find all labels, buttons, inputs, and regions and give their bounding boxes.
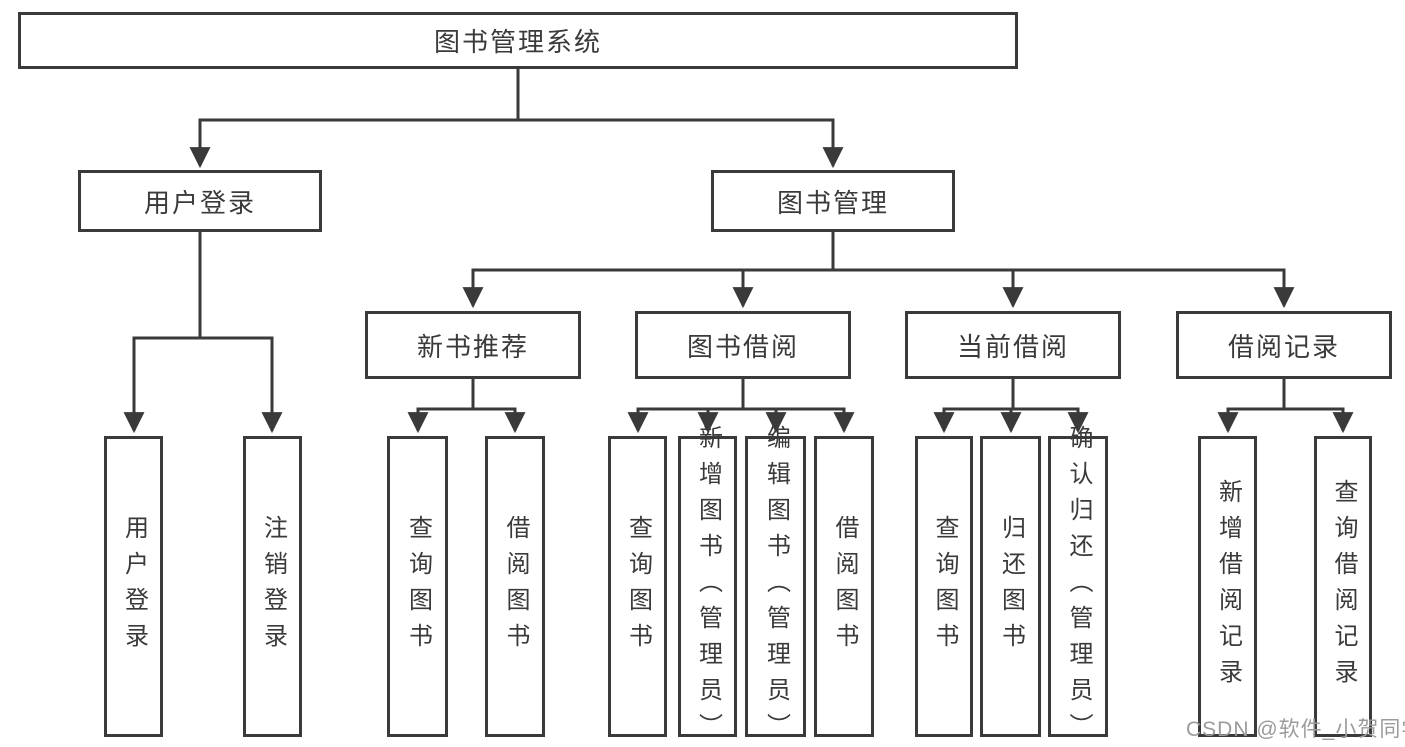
node-label: 新增图书（管理员）: [694, 424, 722, 747]
leaf-return-books: 归还图书: [980, 436, 1041, 737]
leaf-add-borrow-record: 新增借阅记录: [1198, 436, 1257, 737]
node-label: 查询图书: [404, 514, 432, 659]
node-current-borrow: 当前借阅: [905, 311, 1121, 379]
node-label: 当前借阅: [956, 331, 1069, 362]
leaf-query-books-new: 查询图书: [387, 436, 448, 737]
node-label: 编辑图书（管理员）: [762, 424, 790, 747]
leaf-user-login: 用户登录: [104, 436, 163, 737]
node-book-borrow: 图书借阅: [635, 311, 851, 379]
node-label: 归还图书: [997, 514, 1025, 659]
node-label: 借阅图书: [502, 514, 529, 659]
node-user-login: 用户登录: [78, 170, 322, 232]
leaf-borrow-books-borrow: 借阅图书: [814, 436, 874, 737]
node-label: 新书推荐: [416, 331, 529, 362]
leaf-query-books-current: 查询图书: [915, 436, 973, 737]
node-library-management-system: 图书管理系统: [18, 12, 1018, 69]
node-label: 查询图书: [931, 514, 958, 659]
node-label: 查询图书: [624, 514, 652, 659]
node-borrow-records: 借阅记录: [1176, 311, 1392, 379]
watermark-text: CSDN @软件_小贺同学: [1186, 718, 1405, 741]
leaf-add-books-admin: 新增图书（管理员）: [678, 425, 737, 747]
leaf-borrow-books-new: 借阅图书: [485, 436, 545, 737]
leaf-query-books-borrow: 查询图书: [608, 436, 667, 737]
node-label: 用户登录: [143, 187, 256, 218]
node-new-book-recommend: 新书推荐: [365, 311, 581, 379]
node-label: 查询借阅记录: [1330, 478, 1357, 695]
leaf-query-borrow-record: 查询借阅记录: [1314, 436, 1372, 737]
node-label: 图书管理: [776, 187, 889, 218]
node-label: 借阅记录: [1227, 331, 1340, 362]
leaf-confirm-return-admin: 确认归还（管理员）: [1048, 425, 1108, 747]
node-label: 新增借阅记录: [1214, 478, 1242, 695]
node-book-management: 图书管理: [711, 170, 955, 232]
node-label: 图书借阅: [686, 331, 799, 362]
node-label: 注销登录: [259, 514, 287, 659]
node-label: 图书管理系统: [433, 27, 602, 57]
node-label: 确认归还（管理员）: [1065, 424, 1092, 747]
leaf-logout: 注销登录: [243, 436, 302, 737]
leaf-edit-books-admin: 编辑图书（管理员）: [745, 425, 806, 747]
node-label: 借阅图书: [831, 514, 858, 659]
node-label: 用户登录: [120, 514, 148, 659]
